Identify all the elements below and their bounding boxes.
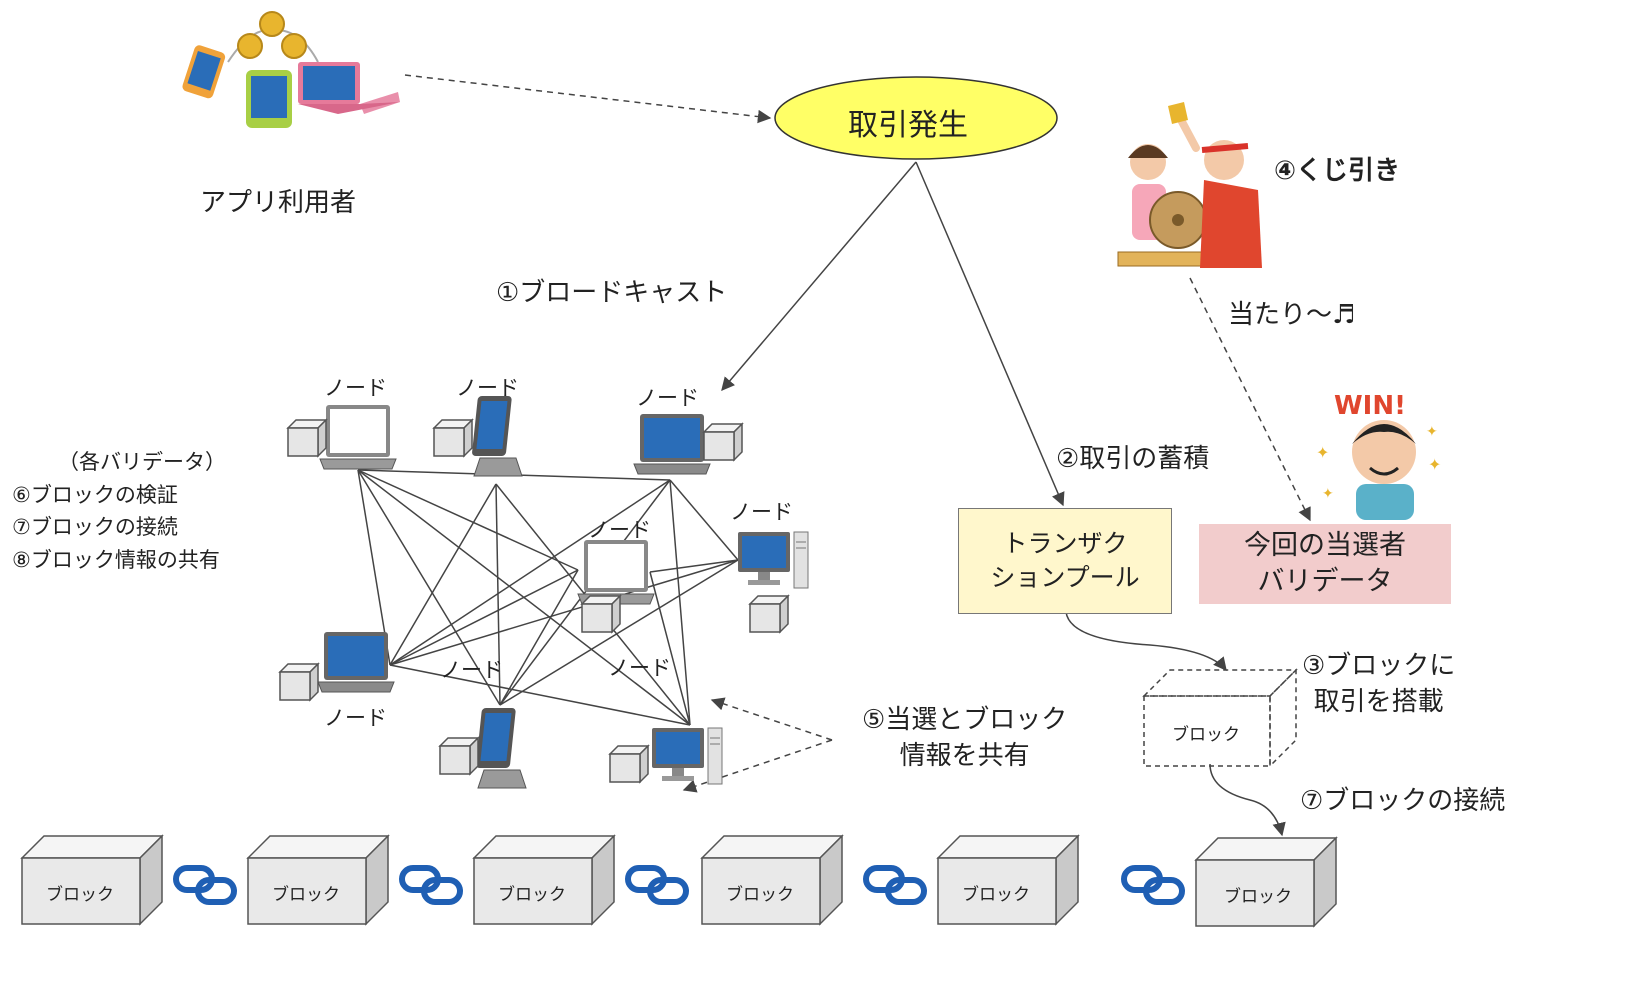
step-share-label: ⑤当選とブロック 情報を共有 [862, 705, 1068, 772]
chain-block-label: ブロック [726, 885, 794, 905]
node-desktop-icon [737, 531, 809, 589]
chain-link-icon [176, 868, 234, 902]
node-label: ノード [730, 500, 793, 524]
server-cube-icon [609, 745, 649, 783]
server-cube-icon [581, 595, 621, 633]
step-lottery-label: ④くじ引き [1274, 156, 1401, 186]
svg-text:✦: ✦ [1426, 424, 1438, 440]
node-label: ノード [324, 706, 387, 730]
server-cube-icon [433, 419, 473, 457]
event-label: 取引発生 [848, 108, 968, 143]
node-label: ノード [636, 386, 699, 410]
chain-link-icon [628, 868, 686, 902]
user-to-event-arrow [404, 74, 772, 124]
chain-block-label: ブロック [1224, 887, 1292, 907]
block-chain [21, 835, 1337, 927]
transaction-pool-box: トランザク ションプール [958, 508, 1172, 614]
node-label: ノード [324, 376, 387, 400]
node-label: ノード [440, 658, 503, 682]
share-arrow-up [710, 697, 833, 741]
new-block-dashed [1142, 668, 1298, 768]
server-cube-icon [439, 737, 479, 775]
node-label: ノード [588, 518, 651, 542]
chain-block-label: ブロック [498, 885, 566, 905]
chain-link-icon [866, 868, 924, 902]
validator-steps-label: （各バリデータ） ⑥ブロックの検証 ⑦ブロックの接続 ⑧ブロック情報の共有 [12, 450, 226, 572]
step-load-label: ③ブロックに 取引を搭載 [1302, 651, 1456, 718]
arrows [404, 74, 1311, 837]
server-cube-icon [749, 595, 789, 633]
node-label: ノード [456, 376, 519, 400]
node-laptop-icon [633, 413, 711, 475]
event-ellipse [774, 76, 1058, 160]
node-desktop-icon [651, 727, 723, 785]
winner-validator-box: 今回の当選者 バリデータ [1199, 524, 1451, 604]
node-laptop-icon [577, 539, 655, 605]
step-accumulate-label: ②取引の蓄積 [1056, 444, 1210, 474]
chain-block-label: ブロック [962, 885, 1030, 905]
svg-text:✦: ✦ [1428, 455, 1441, 474]
pool-arrow [915, 161, 1065, 507]
lottery-illustration [1117, 102, 1262, 268]
node-tablet-icon [471, 395, 523, 477]
server-cube-icon [287, 419, 327, 457]
user-label: アプリ利用者 [200, 188, 357, 218]
pool-to-block-arrow [1065, 611, 1227, 672]
winner-illustration: WIN! ✦ ✦ ✦ ✦ [1316, 391, 1441, 520]
svg-text:✦: ✦ [1316, 443, 1329, 462]
svg-text:✦: ✦ [1322, 486, 1334, 502]
step-broadcast-label: ①ブロードキャスト [496, 278, 728, 308]
broadcast-arrow [721, 161, 917, 392]
win-badge-text: WIN! [1334, 391, 1406, 421]
lottery-to-winner-arrow [1189, 277, 1311, 522]
node-mesh [357, 469, 739, 726]
block-to-chain-arrow [1209, 763, 1286, 837]
new-block-label: ブロック [1172, 725, 1240, 745]
node-laptop-icon [317, 631, 395, 693]
chain-link-icon [402, 868, 460, 902]
node-laptop-icon [319, 404, 397, 470]
server-cube-icon [279, 663, 319, 701]
app-user-illustration [182, 11, 400, 128]
chain-link-icon [1124, 868, 1182, 902]
hit-label: 当たり〜♬ [1228, 300, 1356, 330]
chain-block-label: ブロック [46, 885, 114, 905]
step-connect-label: ⑦ブロックの接続 [1300, 786, 1506, 816]
node-tablet-icon [475, 707, 527, 789]
server-cube-icon [703, 423, 743, 461]
chain-block-label: ブロック [272, 885, 340, 905]
node-label: ノード [608, 656, 671, 680]
share-arrow-down [682, 739, 833, 793]
